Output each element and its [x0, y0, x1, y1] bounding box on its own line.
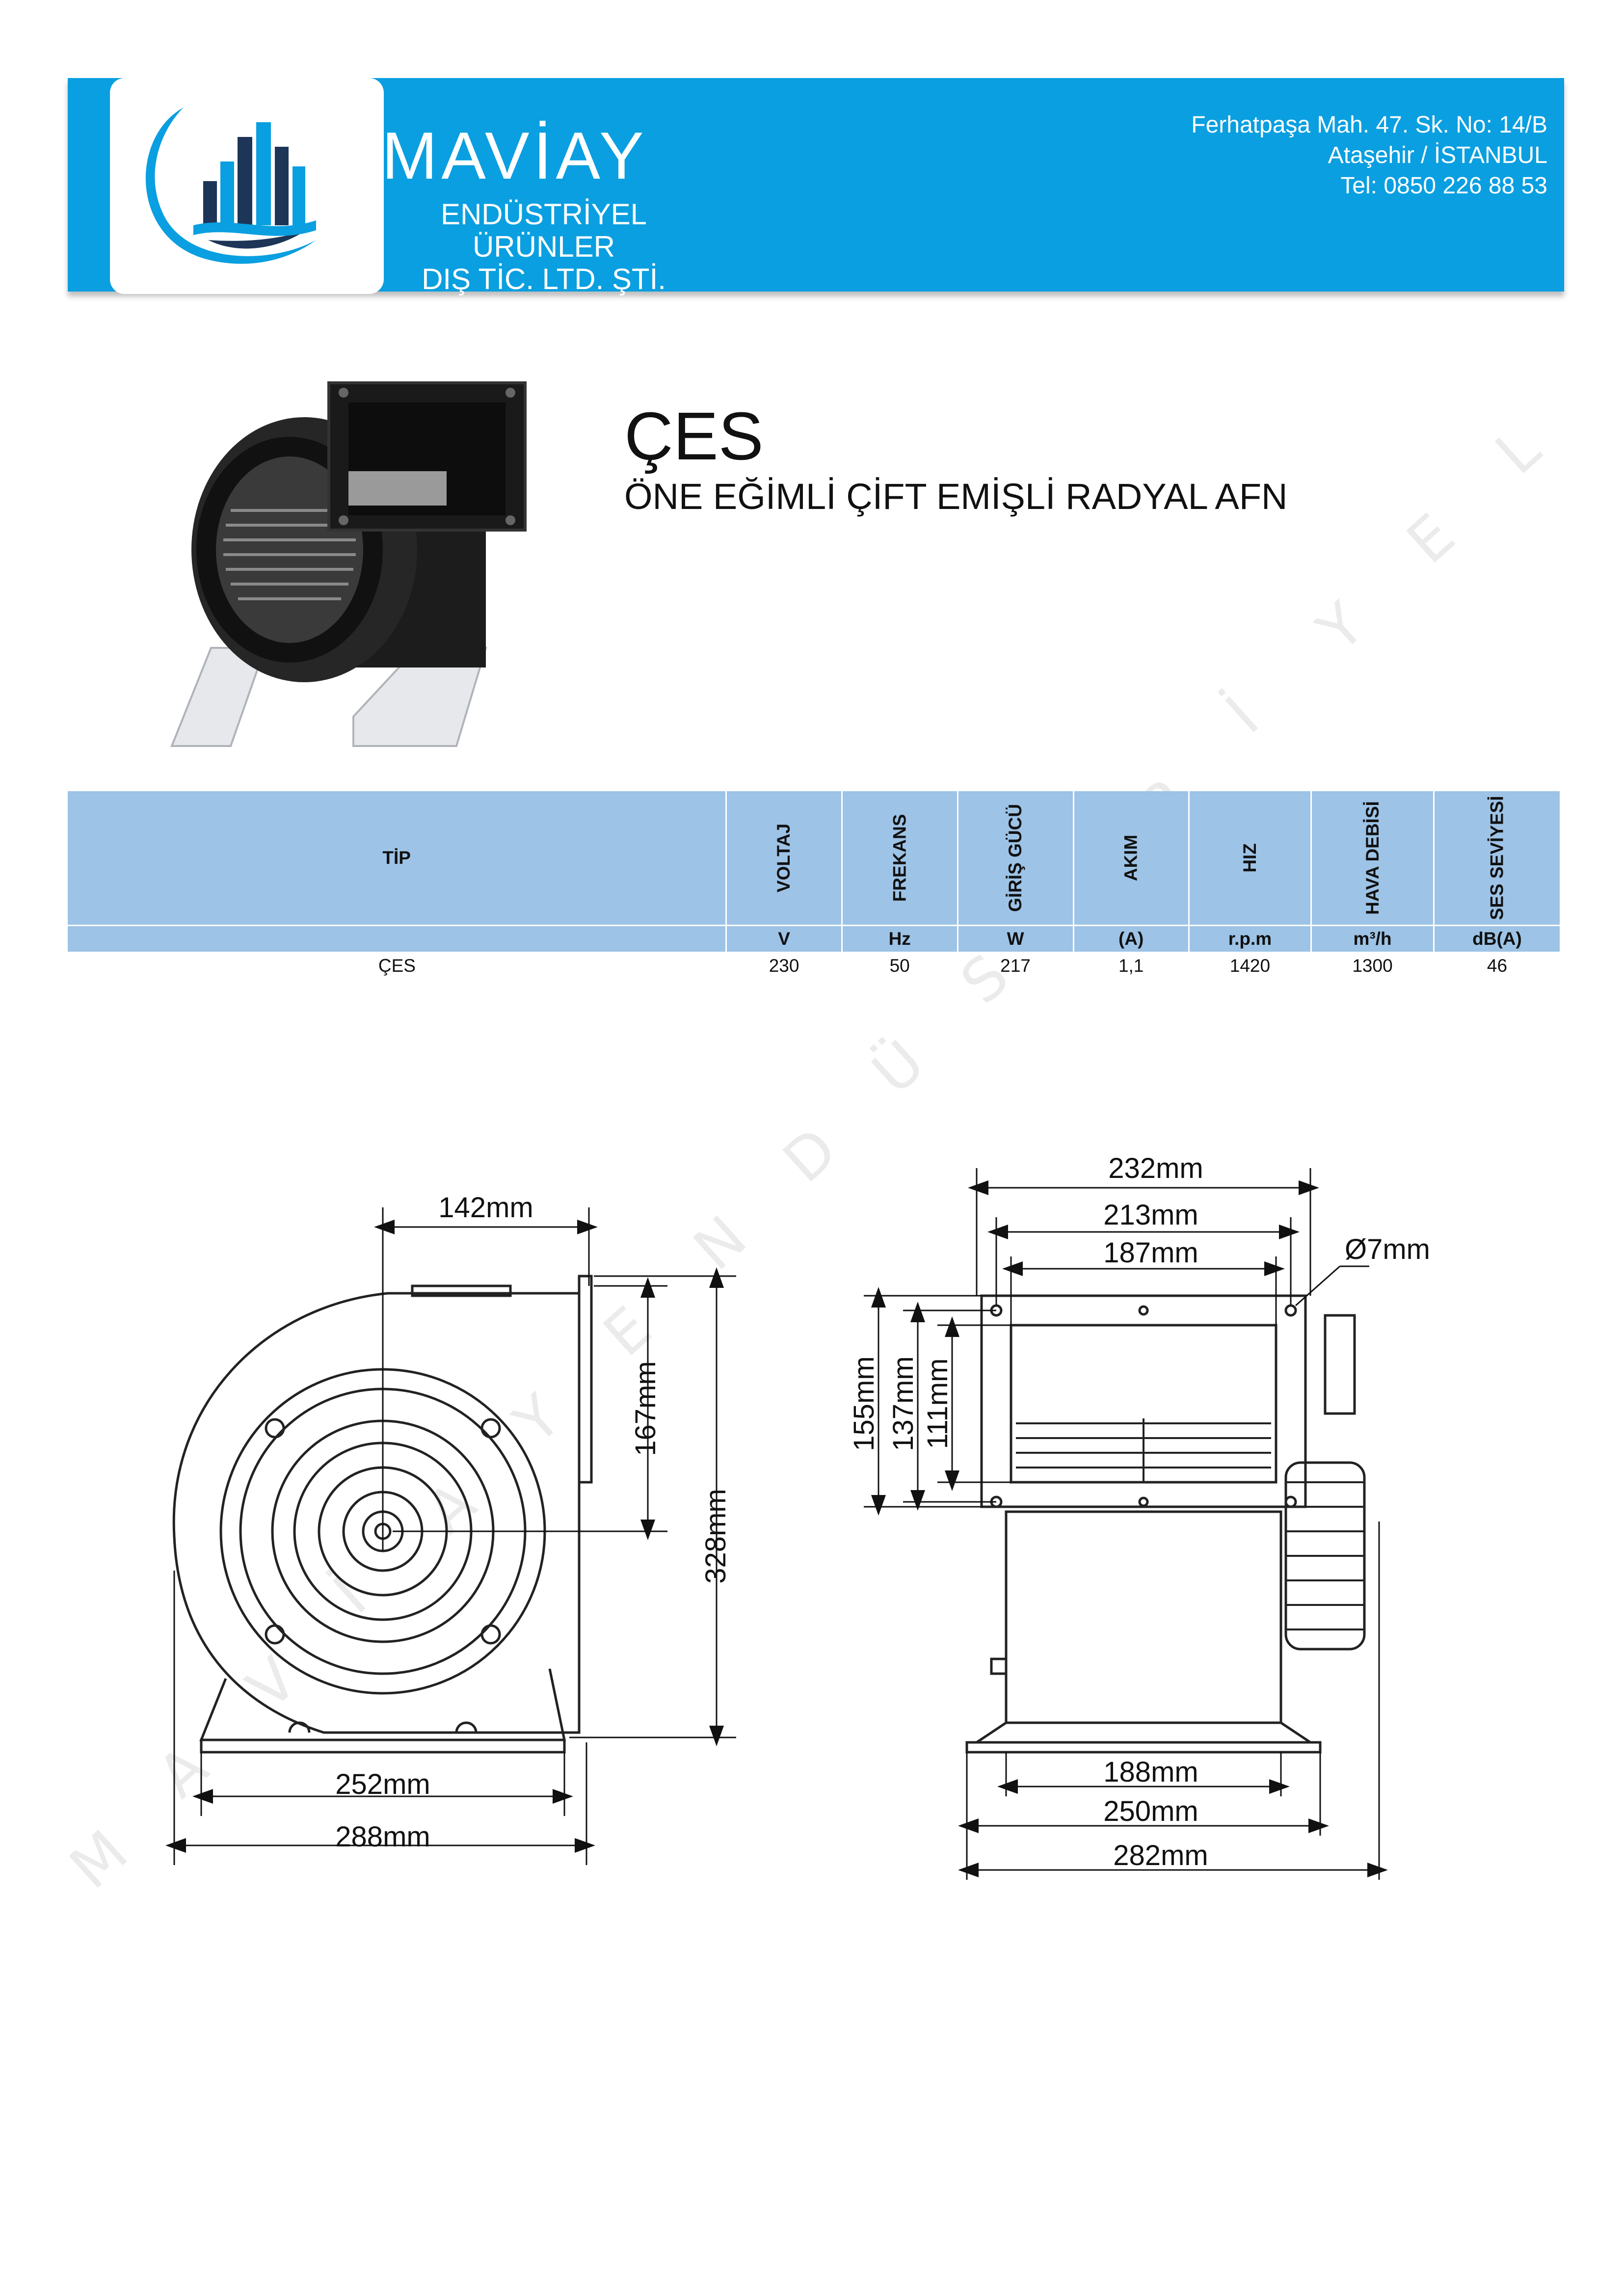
unit-cell: r.p.m	[1189, 925, 1312, 952]
unit-cell: V	[726, 925, 843, 952]
unit-cell: m³/h	[1311, 925, 1435, 952]
table-cell: ÇES	[378, 956, 416, 976]
column-header: HAVA DEBİSİ	[1311, 791, 1435, 926]
dim-label: 250mm	[1103, 1795, 1198, 1827]
product-title: ÇES	[624, 399, 764, 474]
dim-label: 187mm	[1103, 1237, 1198, 1269]
dim-label: 188mm	[1103, 1756, 1198, 1788]
dim-label: 155mm	[848, 1356, 880, 1451]
column-header: SES SEVİYESİ	[1434, 791, 1562, 926]
column-header: AKIM	[1073, 791, 1190, 926]
dim-label: 137mm	[887, 1356, 919, 1451]
dim-label: 142mm	[438, 1192, 533, 1224]
address-line: Ferhatpaşa Mah. 47. Sk. No: 14/B	[1191, 112, 1547, 138]
column-header: FREKANS	[842, 791, 958, 926]
front-dimension-lines	[165, 1207, 736, 1865]
dim-label: 252mm	[335, 1768, 430, 1800]
table-cell: 1,1	[1118, 956, 1144, 976]
watermark-letter: İ	[1213, 684, 1272, 747]
dim-label: 167mm	[630, 1361, 662, 1456]
table-row: ÇES 230 50 217 1,1 1420 1300 46	[68, 952, 1561, 980]
company-address: Ferhatpaşa Mah. 47. Sk. No: 14/B Ataşehi…	[1191, 110, 1547, 201]
address-line: Ataşehir / İSTANBUL	[1328, 142, 1547, 168]
dim-label: 111mm	[922, 1359, 954, 1449]
product-photo	[170, 381, 527, 747]
side-view-drawing	[965, 1294, 1366, 1754]
table-cell: 1300	[1352, 956, 1393, 976]
dim-label: Ø7mm	[1345, 1233, 1430, 1265]
table-cell: 1420	[1229, 956, 1271, 976]
watermark-letter: Y	[1305, 590, 1378, 665]
column-header-tip: TİP	[68, 791, 727, 926]
brand-sub-line1: ENDÜSTRİYEL ÜRÜNLER	[440, 198, 647, 263]
company-logo	[110, 78, 384, 294]
watermark-letter: L	[1483, 415, 1553, 488]
dim-label: 213mm	[1103, 1199, 1198, 1231]
spec-table: TİP VOLTAJ FREKANS GİRİŞ GÜCÜ AKIM HIZ H…	[68, 791, 1562, 980]
table-cell: 217	[1000, 956, 1031, 976]
table-header-row: TİP VOLTAJ FREKANS GİRİŞ GÜCÜ AKIM HIZ H…	[68, 791, 1562, 926]
dim-label: 282mm	[1113, 1840, 1208, 1871]
dim-label: 288mm	[335, 1821, 430, 1853]
side-dimension-lines	[864, 1168, 1388, 1880]
phone-line: Tel: 0850 226 88 53	[1340, 173, 1547, 199]
header-banner: MAVİAY ENDÜSTRİYEL ÜRÜNLER DIŞ TİC. LTD.…	[68, 78, 1564, 295]
column-header: HIZ	[1189, 791, 1312, 926]
unit-cell	[68, 925, 727, 952]
dim-label: 232mm	[1108, 1152, 1203, 1184]
technical-drawings: 142mm 167mm 328mm 252mm 288mm	[165, 1152, 1430, 1880]
brand-name: MAVİAY	[382, 118, 648, 193]
brand-sub-line2: DIŞ TİC. LTD. ŞTİ.	[422, 263, 666, 295]
unit-cell: W	[958, 925, 1074, 952]
watermark-letter: E	[1394, 501, 1468, 577]
table-units-row: V Hz W (A) r.p.m m³/h dB(A)	[68, 925, 1562, 952]
watermark-letter: Ü	[859, 1028, 937, 1108]
unit-cell: (A)	[1073, 925, 1190, 952]
column-header: GİRİŞ GÜCÜ	[958, 791, 1074, 926]
column-header: VOLTAJ	[726, 791, 843, 926]
table-cell: 50	[889, 956, 910, 976]
table-cell: 46	[1487, 956, 1508, 976]
unit-cell: Hz	[842, 925, 958, 952]
unit-cell: dB(A)	[1434, 925, 1562, 952]
dim-label: 328mm	[700, 1489, 732, 1583]
brand-subtitle: ENDÜSTRİYEL ÜRÜNLER DIŞ TİC. LTD. ŞTİ.	[406, 198, 681, 295]
product-subtitle: ÖNE EĞİMLİ ÇİFT EMİŞLİ RADYAL AFN	[624, 476, 1288, 517]
table-cell: 230	[769, 956, 799, 976]
